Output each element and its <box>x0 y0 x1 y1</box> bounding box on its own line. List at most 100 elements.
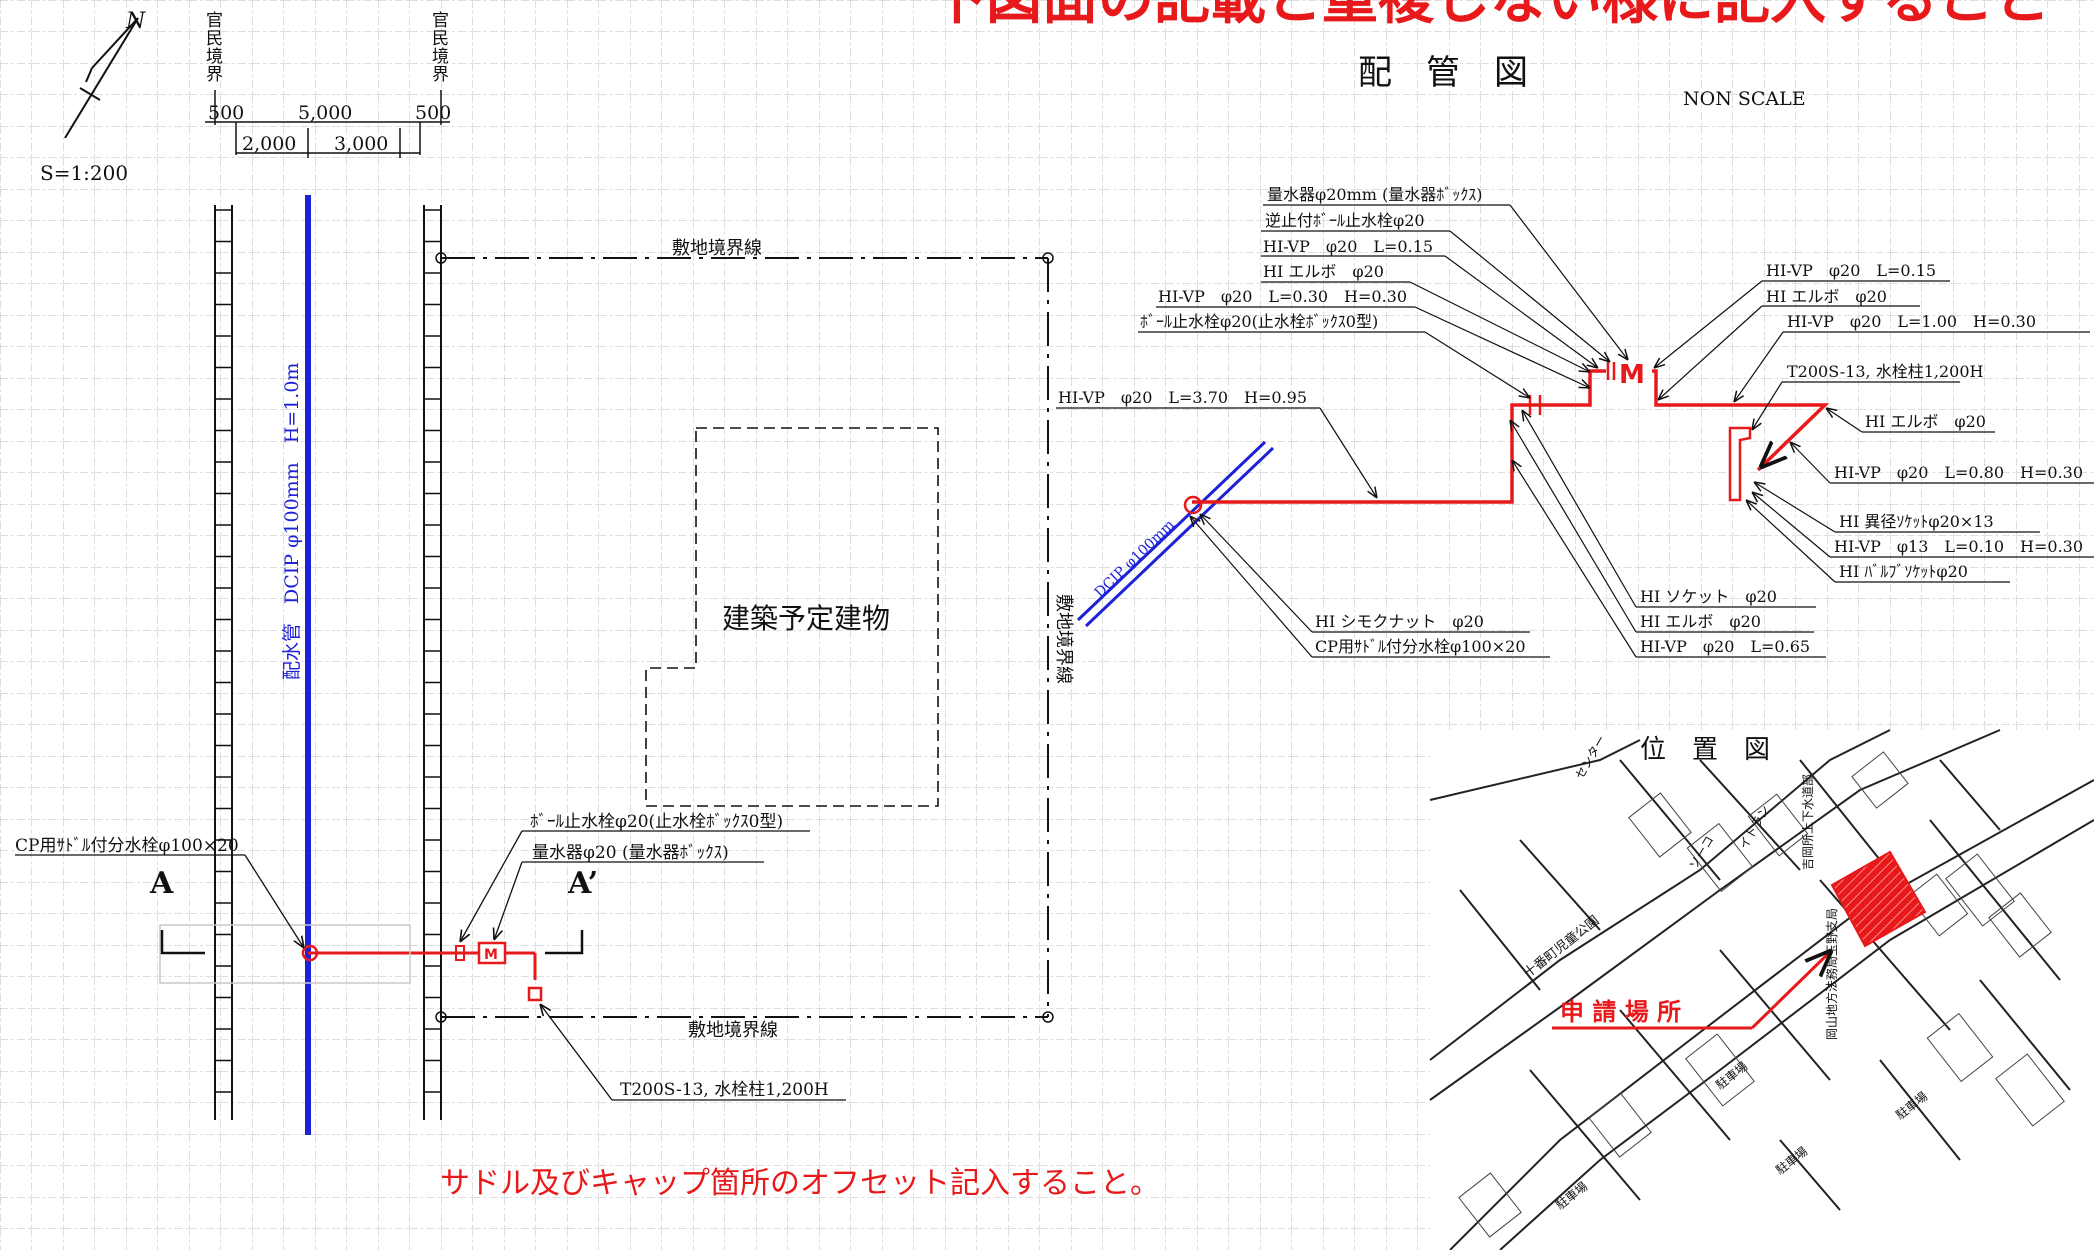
iso-left-leaders <box>1056 204 1628 498</box>
map-building-block <box>1747 793 1809 857</box>
application-site <box>1830 850 1927 948</box>
svg-text:官: 官 <box>206 11 223 31</box>
iso-bottom-leaders <box>1190 410 1826 658</box>
left-saddle-callout: CP用ｻﾄﾞﾙ付分水栓φ100×20 <box>15 836 239 856</box>
iso-b-socket-label: HI ソケット φ20 <box>1640 587 1777 606</box>
iso-check-valve-symbol <box>1606 362 1616 380</box>
application-site-label: 申 請 場 所 <box>1560 998 1681 1026</box>
dim-2000: 2,000 <box>242 133 296 155</box>
svg-text:界: 界 <box>432 65 449 85</box>
iso-hydrant-arrow <box>1760 403 1827 468</box>
dcip-diagonal-pipe <box>1076 440 1275 628</box>
dim-5000: 5,000 <box>298 102 352 124</box>
map-place-waterworks: 吉岡所上下水道部 <box>1800 774 1815 870</box>
section-band <box>159 924 411 984</box>
map-building-block <box>1907 873 1969 937</box>
bottom-note: サドル及びキャップ箇所のオフセット記入すること。 <box>440 1166 1160 1201</box>
north-label: N <box>125 9 146 34</box>
non-scale-label: NON SCALE <box>1683 88 1806 110</box>
water-meter-symbol <box>477 941 507 965</box>
iso-saddle-symbol <box>1183 495 1203 515</box>
site-corner-marker <box>1042 1011 1054 1023</box>
map-place-bureau: 岡山地方法務局玉野支局 <box>1824 908 1839 1040</box>
iso-r-valve-socket-label: HI ﾊﾞﾙﾌﾞｿｹｯﾄφ20 <box>1839 562 1968 581</box>
iso-r-vp-080-label: HI-VP φ20 L=0.80 H=0.30 <box>1834 463 2083 482</box>
dimension-lines <box>205 90 450 158</box>
svg-text:境: 境 <box>206 47 223 67</box>
dim-3000: 3,000 <box>334 133 388 155</box>
section-a-mark <box>160 930 205 955</box>
map-building-block <box>1988 892 2052 958</box>
iso-r-vp-100-label: HI-VP φ20 L=1.00 H=0.30 <box>1787 312 2036 331</box>
planned-building-outline <box>645 427 939 807</box>
map-building-block <box>1588 1092 1652 1158</box>
boundary-label-left: 官 民 境 界 <box>206 11 223 85</box>
iso-vp-015-label: HI-VP φ20 L=0.15 <box>1263 237 1433 256</box>
map-building-block <box>1685 1033 1755 1107</box>
road-boundary-right <box>423 205 442 1120</box>
ball-valve-symbol <box>455 945 465 961</box>
map-building-block <box>1926 1012 1994 1083</box>
site-line-label-bottom: 敷地境界線 <box>688 1020 778 1041</box>
ball-valve-callout: ﾎﾞｰﾙ止水栓φ20(止水栓ﾎﾞｯｸｽ0型) <box>530 812 783 832</box>
main-pipe-label: 配水管 DCIP φ100mm H=1.0m <box>281 363 303 680</box>
leader-line <box>540 1004 613 1101</box>
meter-m-glyph: M <box>484 947 498 963</box>
svg-text:境: 境 <box>432 47 449 67</box>
hydrant-callout: T200S-13, 水栓柱1,200H <box>620 1080 829 1100</box>
map-building-block <box>1851 751 1909 809</box>
site-corner-marker <box>435 1011 447 1023</box>
location-map-title: 位 置 図 <box>1640 735 1770 765</box>
iso-r-reducer-label: HI 異径ｿｹｯﾄφ20×13 <box>1839 512 1994 531</box>
road-boundary-left <box>214 205 233 1120</box>
svg-text:民: 民 <box>432 29 449 49</box>
section-a-prime-label: A’ <box>567 866 598 901</box>
site-corner-marker <box>1042 252 1054 264</box>
svg-text:民: 民 <box>206 29 223 49</box>
iso-vp-030-label: HI-VP φ20 L=0.30 H=0.30 <box>1158 287 1407 306</box>
map-building-block <box>1686 822 1754 893</box>
iso-meter-label: 量水器φ20mm (量水器ﾎﾞｯｸｽ) <box>1267 185 1482 204</box>
section-a-prime-mark <box>545 930 584 955</box>
road-boundary-ticks <box>215 209 441 1093</box>
iso-r-vp-015-label: HI-VP φ20 L=0.15 <box>1766 261 1936 280</box>
iso-b-elbow-label: HI エルボ φ20 <box>1640 612 1761 631</box>
site-line-label-top: 敷地境界線 <box>672 238 762 259</box>
piping-title: 配 管 図 <box>1358 53 1528 93</box>
site-corner-marker <box>435 252 447 264</box>
section-a-label: A <box>149 866 174 901</box>
iso-hydrant-symbol <box>1728 426 1752 502</box>
saddle-tap-symbol <box>301 944 319 962</box>
top-banner: 下図面の記載と重複しない様に記入すること <box>930 0 2050 32</box>
map-building-block <box>1458 1172 1522 1238</box>
site-line-label-right: 敷地境界線 <box>1053 594 1074 684</box>
leader-line <box>494 861 523 940</box>
meter-callout: 量水器φ20 (量水器ﾎﾞｯｸｽ) <box>532 843 729 863</box>
iso-b-vp-label: HI-VP φ20 L=0.65 <box>1640 637 1810 656</box>
dim-500-left: 500 <box>208 102 244 124</box>
iso-b-nut-label: HI シモクナット φ20 <box>1315 612 1484 631</box>
hydrant-symbol <box>527 986 543 1002</box>
building-label: 建築予定建物 <box>722 602 890 635</box>
location-map: 位 置 図 申 請 場 所 十番町児童公園 吉岡所上下水道部 岡山地方法務局玉野… <box>1429 729 2094 1250</box>
boundary-label-right: 官 民 境 界 <box>432 11 449 85</box>
svg-text:官: 官 <box>432 11 449 31</box>
leader-line <box>244 854 304 948</box>
iso-ball-valve-label: ﾎﾞｰﾙ止水栓φ20(止水栓ﾎﾞｯｸｽ0型) <box>1140 312 1378 331</box>
iso-meter-symbol: M <box>1619 360 1645 390</box>
north-arrow: N <box>64 9 146 139</box>
iso-r-vp-010-label: HI-VP φ13 L=0.10 H=0.30 <box>1834 537 2083 556</box>
site-boundary <box>441 257 1049 1018</box>
leader-line <box>460 830 523 942</box>
map-building-block <box>1995 1053 2065 1127</box>
iso-r-elbow2-label: HI エルボ φ20 <box>1865 412 1986 431</box>
scale-label: S=1:200 <box>40 161 128 185</box>
iso-r-hydrant-label: T200S-13, 水栓柱1,200H <box>1787 362 1984 381</box>
map-building-block <box>1945 853 2015 927</box>
iso-r-elbow-label: HI エルボ φ20 <box>1766 287 1887 306</box>
iso-right-leaders <box>1654 280 2094 583</box>
iso-vp-long-label: HI-VP φ20 L=3.70 H=0.95 <box>1058 388 1307 407</box>
iso-b-saddle-label: CP用ｻﾄﾞﾙ付分水栓φ100×20 <box>1315 637 1526 656</box>
map-building-block <box>1628 792 1692 858</box>
iso-elbow-label: HI エルボ φ20 <box>1263 262 1384 281</box>
